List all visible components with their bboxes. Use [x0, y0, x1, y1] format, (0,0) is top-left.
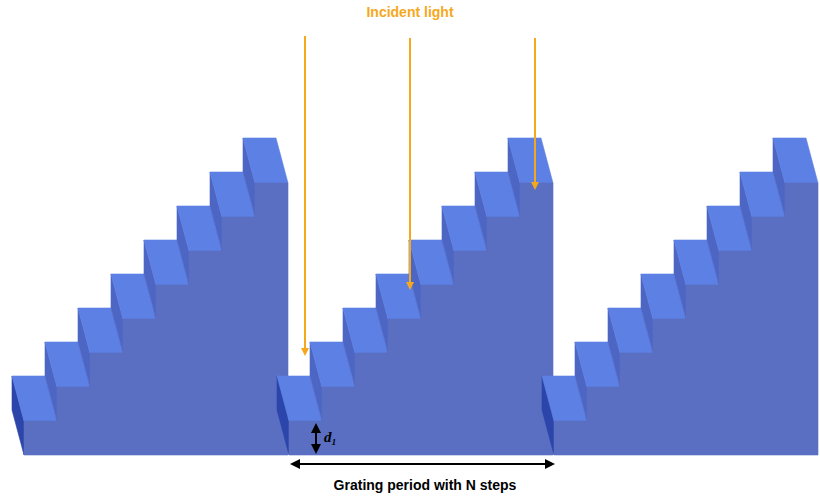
light-ray	[304, 36, 306, 354]
step-height-arrow	[315, 425, 317, 452]
staircase-front-face	[24, 183, 288, 455]
incident-light-rays	[305, 36, 535, 354]
staircase-front-face	[289, 183, 553, 455]
step-top-face	[508, 138, 553, 183]
period-label: Grating period with N steps	[334, 477, 517, 493]
step-top-face	[243, 138, 288, 183]
light-ray	[534, 38, 536, 188]
step-top-face	[773, 138, 818, 183]
light-label: Incident light	[366, 4, 453, 20]
dimension-label: d₁	[324, 429, 337, 446]
period-arrow	[292, 463, 553, 465]
light-ray	[409, 38, 411, 288]
staircase-front-face	[554, 183, 818, 455]
staircase-grating	[12, 138, 818, 455]
